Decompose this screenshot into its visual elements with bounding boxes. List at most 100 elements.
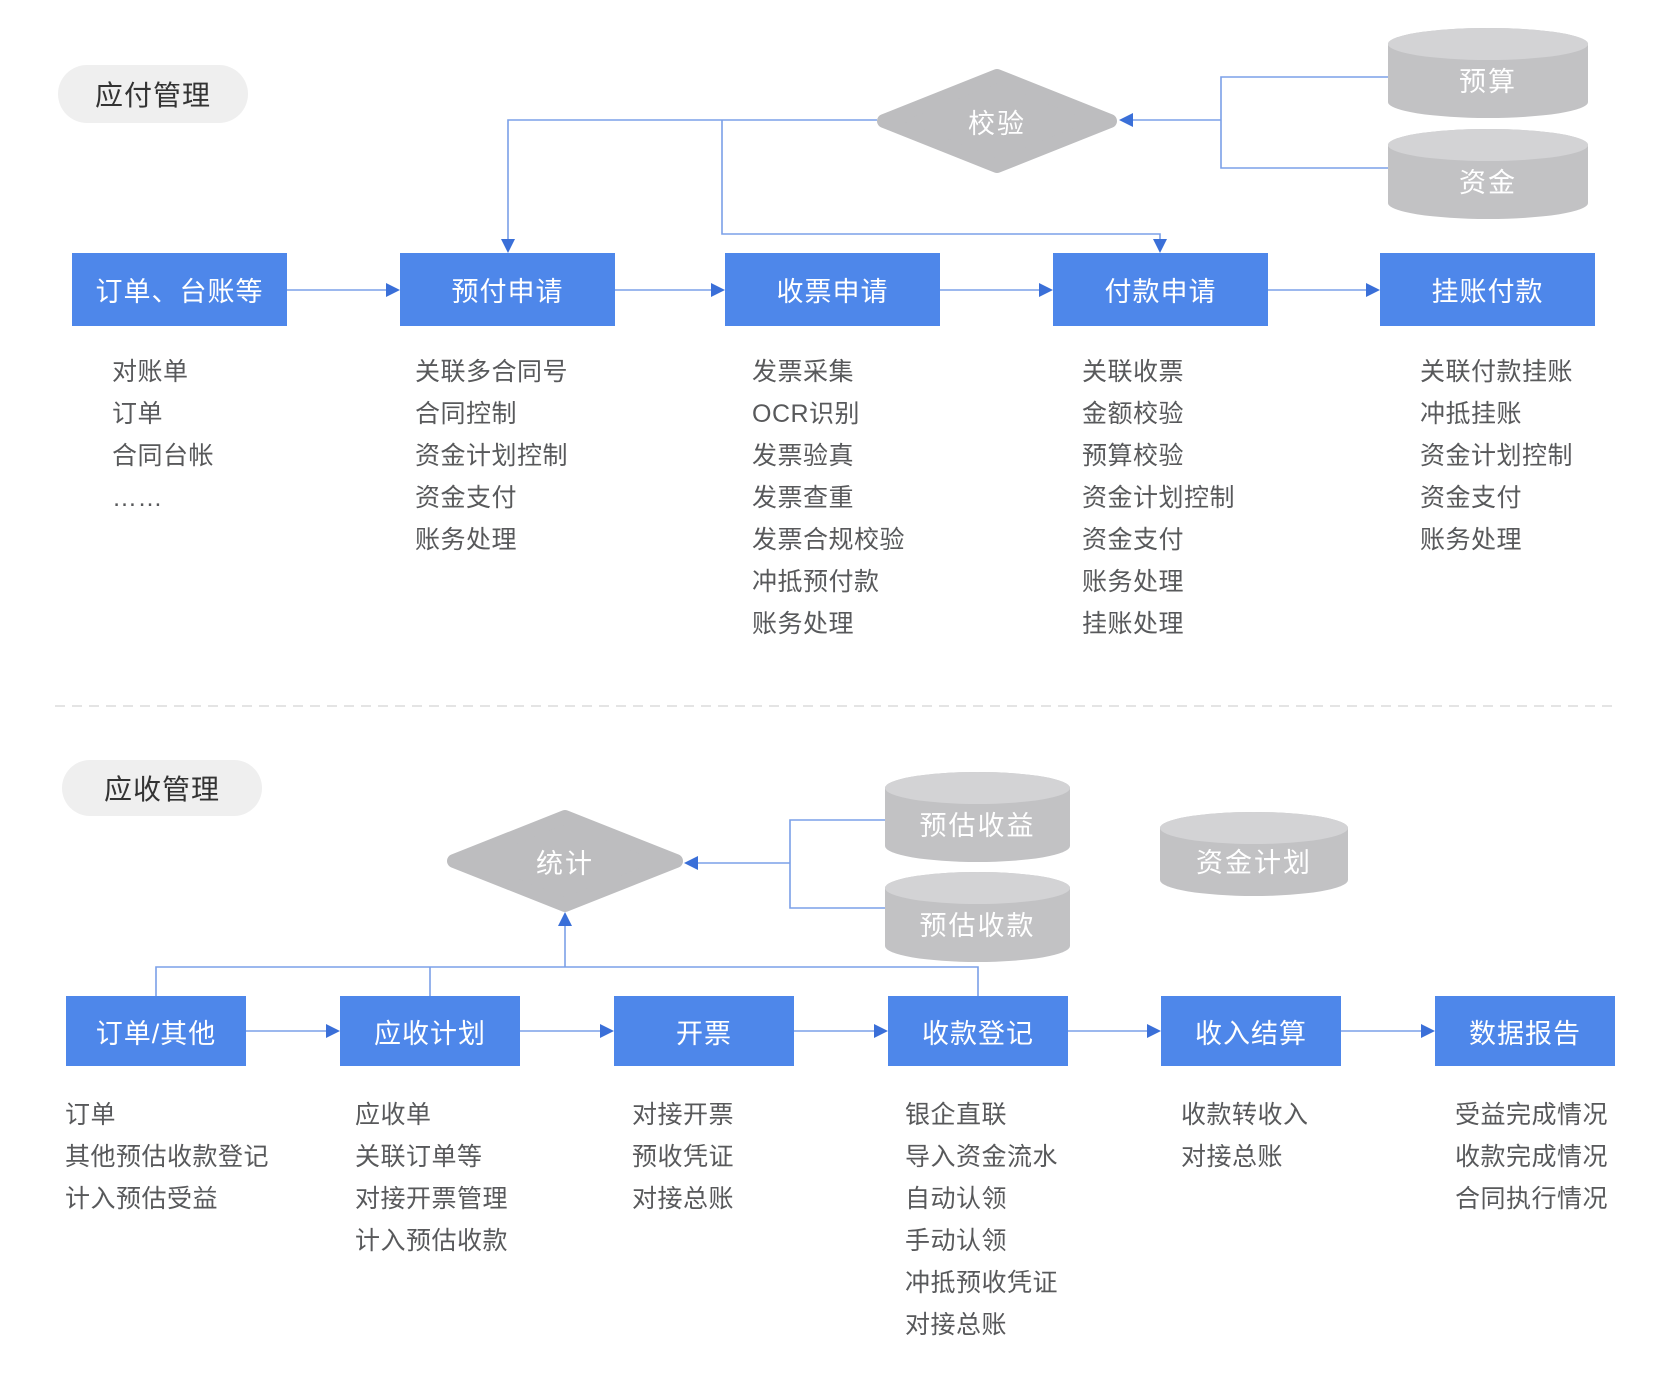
datastore-budget: 预算 — [1388, 28, 1588, 118]
step-invoice-receipt-request: 收票申请 — [725, 253, 940, 326]
cylinder-top — [885, 772, 1070, 804]
datastore-estimated-receipts: 预估收款 — [885, 872, 1070, 962]
arrowhead-icon — [501, 239, 515, 253]
list-item: 其他预估收款登记 — [65, 1143, 270, 1171]
list-item: 冲抵预付款 — [752, 568, 880, 596]
list-item: 挂账处理 — [1082, 610, 1185, 638]
list-item: 账务处理 — [752, 610, 855, 638]
list-item: 金额校验 — [1082, 400, 1185, 428]
step-credit-payment: 挂账付款 — [1380, 253, 1595, 326]
edge-steps-to-statistics-comb — [155, 966, 979, 996]
statistics-diamond — [447, 810, 683, 912]
list-item: 账务处理 — [1420, 526, 1523, 554]
cylinder-top — [1160, 812, 1348, 844]
section-payable-pill: 应付管理 — [58, 65, 248, 123]
datastore-fund-plan: 资金计划 — [1160, 812, 1348, 896]
list-item: 预收凭证 — [632, 1143, 735, 1171]
receivable-plan-feature-list: 应收单 关联订单等 对接开票管理 计入预估收款 — [355, 1094, 508, 1262]
arrowhead-icon — [874, 1024, 888, 1038]
list-item: 计入预估收款 — [355, 1227, 509, 1255]
list-item: 自动认领 — [905, 1185, 1008, 1213]
edge-validation-to-prepayment — [507, 119, 877, 239]
list-item: 账务处理 — [1082, 568, 1185, 596]
orders-ledger-feature-list: 对账单 订单 合同台帐 …… — [112, 351, 214, 519]
receipt-register-feature-list: 银企直联 导入资金流水 自动认领 手动认领 冲抵预收凭证 对接总账 — [905, 1094, 1058, 1346]
list-item: 资金计划控制 — [1420, 442, 1574, 470]
step-payment-request: 付款申请 — [1053, 253, 1268, 326]
list-item: 冲抵挂账 — [1420, 400, 1523, 428]
list-item: 发票合规校验 — [752, 526, 906, 554]
list-item: OCR识别 — [752, 400, 861, 428]
list-item: 订单 — [112, 400, 164, 428]
list-item: 合同台帐 — [112, 442, 215, 470]
list-item: 资金计划控制 — [415, 442, 569, 470]
list-item: …… — [112, 484, 163, 512]
order-other-feature-list: 订单 其他预估收款登记 计入预估受益 — [65, 1094, 269, 1220]
list-item: 合同控制 — [415, 400, 518, 428]
list-item: 发票查重 — [752, 484, 855, 512]
list-item: 收款转收入 — [1181, 1101, 1309, 1129]
step-invoicing: 开票 — [614, 996, 794, 1066]
list-item: 关联订单等 — [355, 1143, 483, 1171]
section-receivable-pill: 应收管理 — [62, 760, 262, 816]
income-settlement-feature-list: 收款转收入 对接总账 — [1181, 1094, 1309, 1178]
edge-validation-to-payment — [721, 120, 1161, 239]
list-item: 对接总账 — [905, 1311, 1008, 1339]
datastore-fund-plan-label: 资金计划 — [1196, 847, 1312, 878]
arrowhead-icon — [684, 856, 698, 870]
step-prepayment-request: 预付申请 — [400, 253, 615, 326]
arrowhead-icon — [1119, 113, 1133, 127]
invoicing-feature-list: 对接开票 预收凭证 对接总账 — [632, 1094, 734, 1220]
arrowhead-icon — [1153, 239, 1167, 253]
prepayment-feature-list: 关联多合同号 合同控制 资金计划控制 资金支付 账务处理 — [415, 351, 568, 561]
arrowhead-icon — [326, 1024, 340, 1038]
arrowhead-icon — [558, 912, 572, 926]
list-item: 受益完成情况 — [1455, 1101, 1609, 1129]
datastore-estimated-receipts-label: 预估收款 — [919, 910, 1036, 941]
list-item: 合同执行情况 — [1455, 1185, 1609, 1213]
list-item: 应收单 — [355, 1101, 432, 1129]
payment-feature-list: 关联收票 金额校验 预算校验 资金计划控制 资金支付 账务处理 挂账处理 — [1082, 351, 1235, 645]
cylinder-top — [1388, 28, 1588, 60]
datastore-budget-label: 预算 — [1459, 66, 1517, 97]
arrowhead-icon — [386, 283, 400, 297]
list-item: 资金支付 — [1420, 484, 1523, 512]
list-item: 对账单 — [112, 358, 189, 386]
cylinder-top — [885, 872, 1070, 904]
step-receivable-plan: 应收计划 — [340, 996, 520, 1066]
arrowhead-icon — [1147, 1024, 1161, 1038]
step-receipt-register: 收款登记 — [888, 996, 1068, 1066]
arrowhead-icon — [1421, 1024, 1435, 1038]
datastore-funds: 资金 — [1388, 129, 1588, 219]
datastore-funds-label: 资金 — [1459, 167, 1517, 198]
arrowhead-icon — [711, 283, 725, 297]
datastore-estimated-income: 预估收益 — [885, 772, 1070, 862]
list-item: 发票验真 — [752, 442, 855, 470]
list-item: 资金计划控制 — [1082, 484, 1236, 512]
section-payable-label: 应付管理 — [94, 80, 211, 111]
list-item: 冲抵预收凭证 — [905, 1269, 1059, 1297]
list-item: 对接开票管理 — [355, 1185, 509, 1213]
list-item: 对接总账 — [1181, 1143, 1284, 1171]
list-item: 对接总账 — [632, 1185, 735, 1213]
arrowhead-icon — [1039, 283, 1053, 297]
section-receivable-label: 应收管理 — [103, 774, 220, 805]
list-item: 资金支付 — [1082, 526, 1185, 554]
step-income-settlement: 收入结算 — [1161, 996, 1341, 1066]
credit-payment-feature-list: 关联付款挂账 冲抵挂账 资金计划控制 资金支付 账务处理 — [1420, 351, 1573, 561]
list-item: 银企直联 — [905, 1101, 1008, 1129]
list-item: 手动认领 — [905, 1227, 1008, 1255]
list-item: 导入资金流水 — [905, 1143, 1059, 1171]
list-item: 关联多合同号 — [415, 358, 569, 386]
list-item: 关联收票 — [1082, 358, 1185, 386]
list-item: 计入预估受益 — [65, 1185, 219, 1213]
list-item: 账务处理 — [415, 526, 518, 554]
list-item: 收款完成情况 — [1455, 1143, 1609, 1171]
edge-estimates-bracket — [789, 819, 885, 909]
list-item: 关联付款挂账 — [1420, 358, 1574, 386]
list-item: 订单 — [65, 1101, 117, 1129]
list-item: 资金支付 — [415, 484, 518, 512]
step-order-other: 订单/其他 — [66, 996, 246, 1066]
